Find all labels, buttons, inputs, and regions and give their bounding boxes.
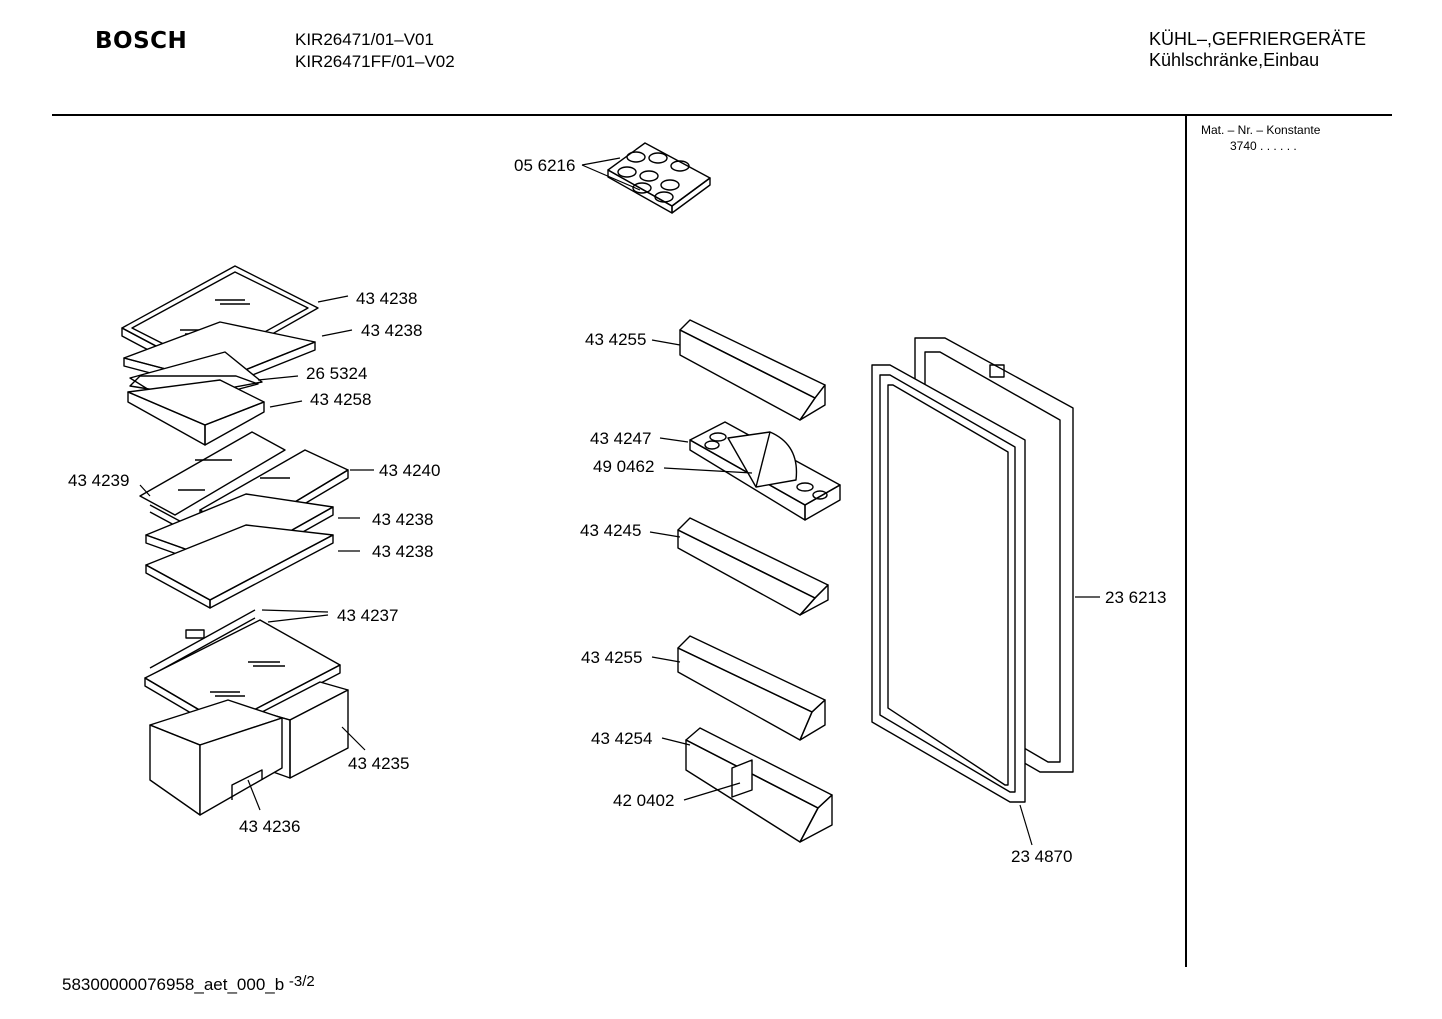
crisper-drawer-left-drawing — [149, 699, 283, 816]
part-label-234870: 23 4870 — [1011, 847, 1072, 866]
brand-logo: BOSCH — [95, 28, 188, 54]
document-id-text: 58300000076958_aet_000_b — [62, 975, 285, 994]
leader-lines — [139, 157, 1100, 846]
part-label-434245: 43 4245 — [580, 521, 641, 540]
category-title: KÜHL–,GEFRIERGERÄTE — [1149, 29, 1367, 49]
part-label-434235: 43 4235 — [348, 754, 409, 773]
part-label-434255-b: 43 4255 — [581, 648, 642, 667]
part-label-420402: 42 0402 — [613, 791, 674, 810]
door-shelf-3-drawing — [677, 635, 826, 741]
part-label-434238-d: 43 4238 — [372, 542, 433, 561]
door-shelf-4-drawing — [685, 727, 833, 843]
category-subtitle: Kühlschränke,Einbau — [1149, 50, 1320, 70]
egg-tray-drawing — [607, 142, 711, 214]
part-label-434239: 43 4239 — [68, 471, 129, 490]
model-number-1: KIR26471/01–V01 — [295, 30, 434, 49]
part-label-434237: 43 4237 — [337, 606, 398, 625]
part-label-434238-b: 43 4238 — [361, 321, 422, 340]
page-number: -3/2 — [288, 973, 315, 990]
glass-shelf-4-drawing — [145, 524, 334, 609]
part-label-490462: 49 0462 — [593, 457, 654, 476]
part-label-056216: 05 6216 — [514, 156, 575, 175]
part-label-434258: 43 4258 — [310, 390, 371, 409]
door-shelf-1-drawing — [679, 319, 826, 421]
document-id: 58300000076958_aet_000_b -3/2 — [62, 973, 315, 995]
butter-dish-drawing — [689, 421, 841, 521]
mat-label: Mat. – Nr. – Konstante — [1201, 123, 1321, 137]
part-label-434240: 43 4240 — [379, 461, 440, 480]
part-label-265324: 26 5324 — [306, 364, 367, 383]
header-divider — [52, 114, 1392, 116]
part-label-434236: 43 4236 — [239, 817, 300, 836]
door-gasket-drawing — [871, 364, 1026, 803]
door-shelf-2-drawing — [677, 517, 829, 616]
part-label-434254: 43 4254 — [591, 729, 652, 748]
part-label-434255-a: 43 4255 — [585, 330, 646, 349]
part-label-434238-a: 43 4238 — [356, 289, 417, 308]
model-number-2: KIR26471FF/01–V02 — [295, 52, 455, 71]
drawer-small-drawing — [127, 379, 265, 446]
part-label-236213: 23 6213 — [1105, 588, 1166, 607]
part-label-434247: 43 4247 — [590, 429, 651, 448]
sidebar-divider — [1185, 115, 1187, 967]
part-labels: 05 6216 43 4238 43 4238 26 5324 43 4258 … — [68, 156, 1166, 866]
part-label-434238-c: 43 4238 — [372, 510, 433, 529]
mat-value: 3740 . . . . . . — [1230, 139, 1297, 153]
